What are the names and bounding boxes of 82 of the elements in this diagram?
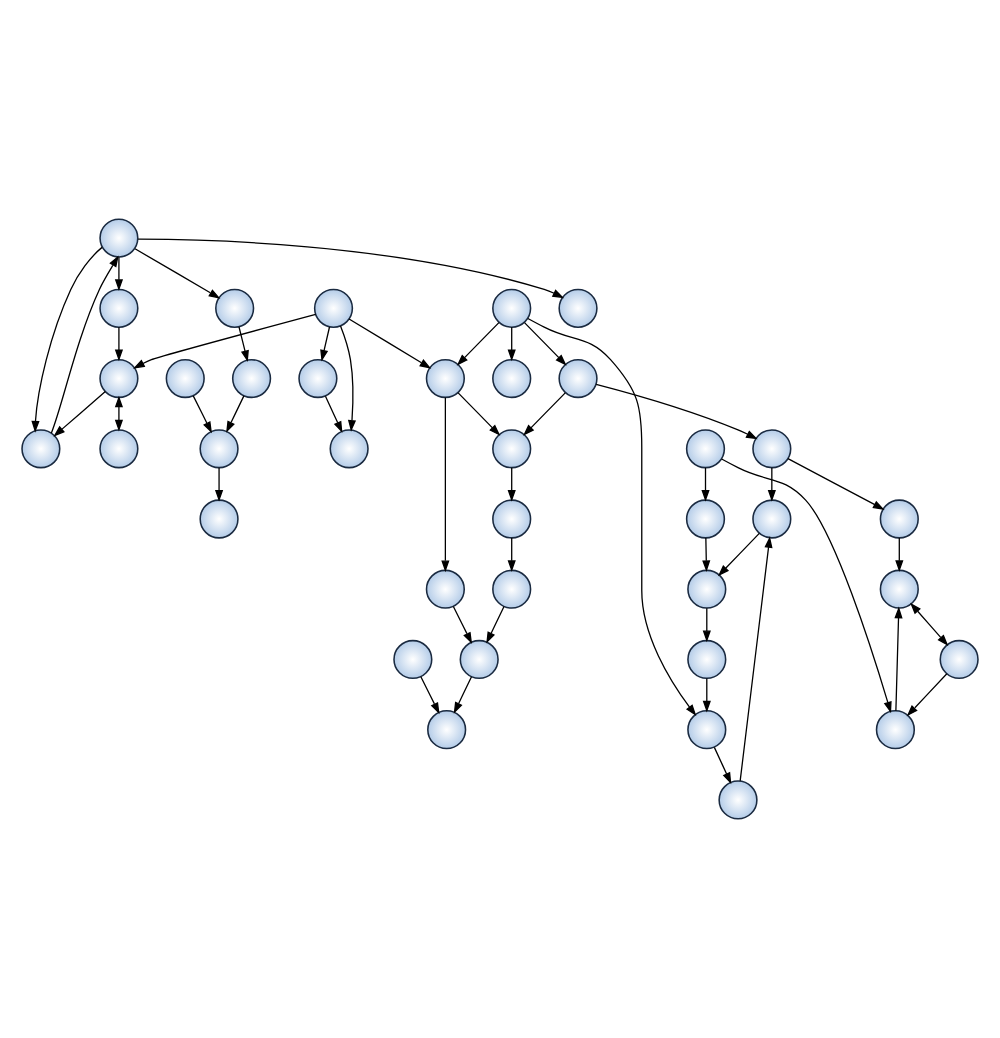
- arrow: [31, 246, 103, 433]
- node-circle: [879, 569, 919, 609]
- arrow: [114, 395, 123, 432]
- node-circle: [492, 569, 532, 609]
- node-circle: [687, 710, 727, 750]
- node-circle: [329, 429, 369, 469]
- arrow: [192, 395, 212, 434]
- node-circle: [99, 218, 139, 258]
- node-circle: [492, 358, 532, 399]
- node-circle: [492, 499, 532, 539]
- arrow: [739, 536, 773, 782]
- arrow: [53, 390, 106, 437]
- arrow: [910, 602, 949, 646]
- node-circle: [199, 429, 239, 469]
- arrow: [787, 458, 885, 510]
- node-circle: [427, 710, 467, 750]
- arrow: [320, 326, 331, 362]
- node-circle: [492, 288, 532, 328]
- arrow: [114, 256, 123, 292]
- node-circle: [687, 639, 727, 680]
- node-circle: [199, 499, 239, 539]
- arrow: [441, 396, 450, 573]
- arrow: [702, 677, 711, 713]
- arrow: [324, 395, 343, 434]
- node-circle: [687, 569, 727, 609]
- node-circle: [685, 499, 726, 539]
- arrow: [507, 537, 516, 572]
- arrow: [114, 326, 123, 362]
- node-circle: [879, 499, 919, 539]
- node-circle: [215, 288, 255, 328]
- node-circle: [875, 710, 916, 750]
- arrow: [507, 467, 516, 502]
- node-circle: [165, 358, 205, 399]
- node-circle: [752, 429, 792, 469]
- arrow: [595, 383, 758, 440]
- arrow: [137, 238, 565, 299]
- arrow: [895, 537, 904, 572]
- node-circle: [752, 499, 792, 539]
- arrow: [713, 746, 732, 785]
- arrow: [457, 392, 501, 436]
- arrow: [50, 255, 119, 434]
- node-circle: [425, 569, 465, 609]
- arrow: [214, 467, 224, 502]
- arrow: [906, 673, 948, 717]
- arrow: [452, 605, 473, 645]
- arrow: [523, 322, 567, 366]
- arrow: [702, 537, 711, 572]
- node-circle: [298, 358, 338, 399]
- arrow: [453, 676, 473, 714]
- arrow: [339, 325, 357, 432]
- arrow: [702, 607, 711, 643]
- arrow: [507, 326, 516, 362]
- node-circle: [558, 288, 598, 328]
- node-circle: [425, 358, 465, 399]
- arrow: [133, 313, 317, 369]
- node-circle: [99, 429, 139, 469]
- arrow: [894, 606, 903, 712]
- arrow: [717, 532, 760, 577]
- node-circle: [685, 429, 726, 469]
- node-circle: [313, 288, 354, 328]
- arrow: [701, 467, 710, 502]
- arrow: [134, 248, 221, 299]
- arrow: [238, 326, 249, 362]
- node-circle: [459, 639, 499, 680]
- arrow: [456, 322, 500, 366]
- arrow: [721, 458, 892, 714]
- node-circle: [99, 358, 139, 399]
- node-circle: [939, 639, 979, 680]
- node-circle: [492, 429, 532, 469]
- node-circle: [393, 639, 433, 680]
- arrow: [226, 395, 245, 433]
- arrow: [523, 392, 566, 436]
- node-circle: [99, 288, 139, 328]
- node-circle: [21, 429, 61, 469]
- arrow: [348, 318, 432, 369]
- arrow: [527, 317, 697, 717]
- node-circle: [718, 780, 758, 820]
- node-circle: [558, 358, 598, 399]
- arrow: [767, 467, 776, 502]
- node-circle: [231, 358, 272, 399]
- arrow: [486, 605, 505, 644]
- arrow: [420, 676, 440, 715]
